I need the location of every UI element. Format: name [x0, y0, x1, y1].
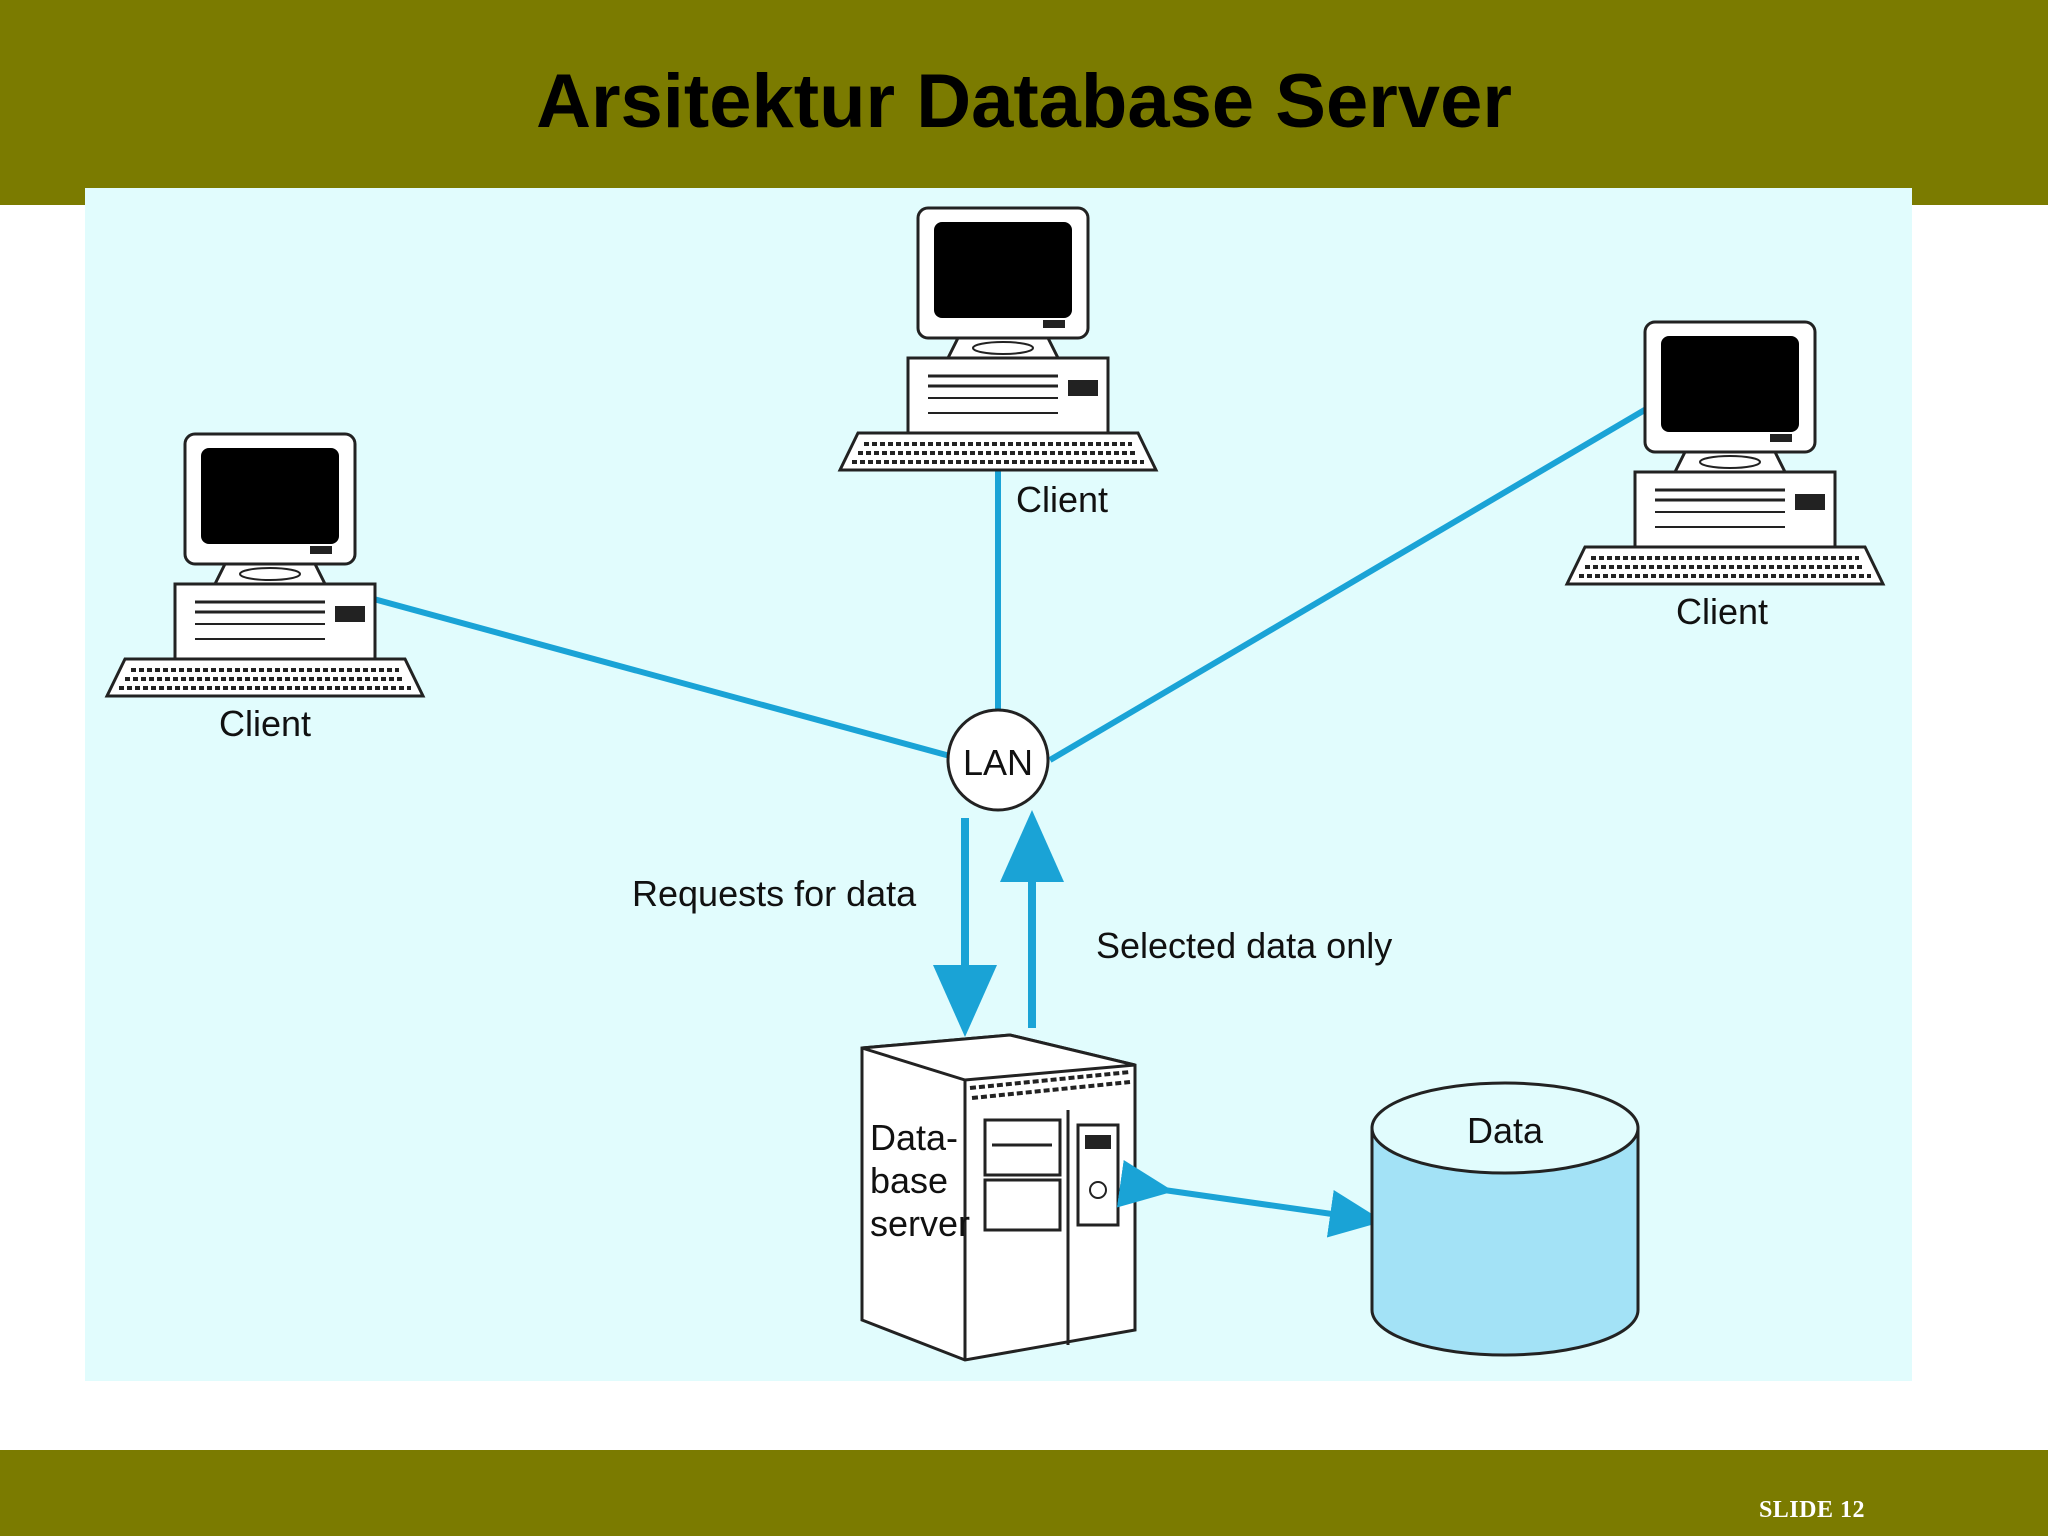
client-label-top: Client — [1016, 479, 1108, 520]
request-label: Requests for data — [632, 873, 917, 914]
server-storage-link — [1116, 1159, 1384, 1238]
client-computer-top — [838, 206, 1158, 472]
client-label-right: Client — [1676, 591, 1768, 632]
storage-label: Data — [1467, 1110, 1544, 1151]
database-server-icon — [860, 1033, 1137, 1362]
server-label-line3: server — [870, 1203, 970, 1244]
client-computer-right — [1565, 320, 1885, 586]
database-cylinder-icon — [1370, 1081, 1640, 1357]
slide-title: Arsitektur Database Server — [536, 59, 1512, 144]
link-right-client — [1048, 405, 1650, 763]
slide-number: SLIDE 12 — [1758, 1497, 1865, 1523]
client-computer-left — [105, 432, 425, 698]
response-label: Selected data only — [1096, 925, 1392, 966]
footer-bar — [0, 1450, 2048, 1536]
server-label-line2: base — [870, 1160, 948, 1201]
title-bar — [0, 0, 2048, 205]
link-left-client — [369, 595, 951, 759]
lan-label: LAN — [963, 742, 1033, 783]
lan-node — [946, 708, 1050, 812]
client-label-left: Client — [219, 703, 311, 744]
server-label-line1: Data- — [870, 1117, 958, 1158]
